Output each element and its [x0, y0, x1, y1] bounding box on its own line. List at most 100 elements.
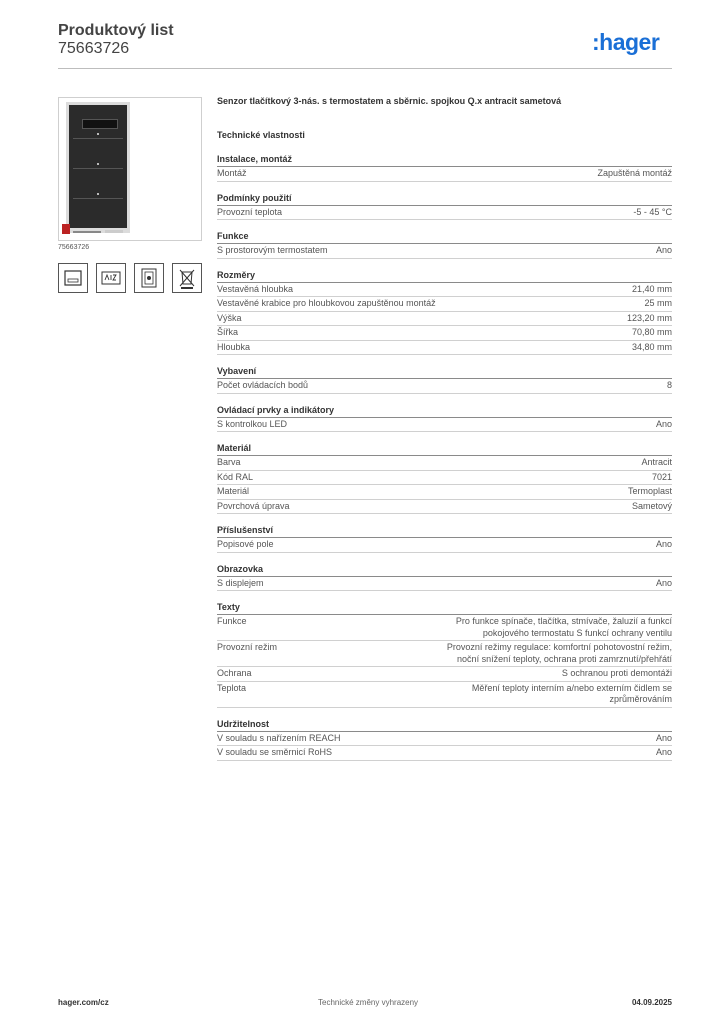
spec-key: V souladu s nařízením REACH [217, 732, 341, 743]
spec-key: Povrchová úprava [217, 500, 290, 511]
spec-row: Provozní teplota -5 - 45 °C [217, 206, 672, 220]
footer-date: 04.09.2025 [631, 998, 672, 1007]
page-title: Produktový list [58, 22, 174, 39]
spec-row: Hloubka 34,80 mm [217, 341, 672, 355]
spec-row: Počet ovládacích bodů 8 [217, 379, 672, 394]
display-outline-icon [58, 263, 88, 293]
spec-value: 21,40 mm [631, 283, 672, 294]
spec-key: Barva [217, 457, 241, 467]
section-heading: Rozměry [217, 270, 672, 283]
spec-row: V souladu s nařízením REACH Ano [217, 732, 672, 746]
section-heading: Vybavení [217, 366, 672, 379]
text-label-icon [96, 263, 126, 293]
spec-key: Provozní teplota [217, 206, 283, 217]
spec-key: Ochrana [217, 668, 252, 678]
spec-key: Montáž [217, 168, 247, 178]
spec-key: S displejem [217, 577, 264, 588]
section-heading: Příslušenství [217, 525, 672, 538]
spec-value: Sametový [631, 500, 672, 511]
spec-row: Šířka 70,80 mm [217, 326, 672, 341]
spec-value: Ano [655, 539, 672, 549]
spec-value: Termoplast [627, 486, 672, 496]
section-heading: Udržitelnost [217, 719, 672, 732]
spec-key: S kontrolkou LED [217, 418, 288, 429]
spec-key: S prostorovým termostatem [217, 245, 328, 255]
spec-key: Materiál [217, 486, 250, 496]
spec-key: Teplota [217, 682, 247, 693]
spec-key: Vestavěné krabice pro hloubkovou zapuště… [217, 298, 436, 308]
spec-value: 34,80 mm [631, 341, 672, 352]
spec-key: V souladu se směrnicí RoHS [217, 747, 333, 757]
spec-row: Vestavěná hloubka 21,40 mm [217, 283, 672, 297]
spec-value: Ano [655, 747, 672, 757]
product-image [58, 97, 202, 241]
hager-logo: :hager [592, 29, 660, 55]
section-heading: Texty [217, 602, 672, 615]
spec-value: Pro funkce spínače, tlačítka, stmívače, … [455, 616, 672, 638]
spec-value: S ochranou proti demontáži [561, 668, 672, 678]
spec-row: Teplota Měření teploty interním a/nebo ex… [217, 682, 672, 708]
spec-value: Provozní režimy regulace: komfortní poho… [446, 642, 672, 664]
spec-key: Funkce [217, 616, 247, 626]
spec-value: 8 [666, 380, 672, 390]
spec-value: 123,20 mm [626, 312, 672, 323]
section-heading: Instalace, montáž [217, 154, 672, 167]
spec-row: Ochrana S ochranou proti demontáži [217, 667, 672, 682]
thermostat-panel-icon [134, 263, 164, 293]
spec-key: Výška [217, 312, 242, 323]
spec-row: Materiál Termoplast [217, 485, 672, 500]
spec-row: Popisové pole Ano [217, 538, 672, 553]
spec-key: Šířka [217, 327, 239, 337]
section-heading: Funkce [217, 231, 672, 244]
spec-key: Vestavěná hloubka [217, 283, 294, 294]
spec-row: Povrchová úprava Sametový [217, 500, 672, 514]
spec-row: S kontrolkou LED Ano [217, 418, 672, 432]
spec-value: 25 mm [644, 298, 672, 308]
spec-key: Počet ovládacích bodů [217, 380, 309, 390]
spec-value: 70,80 mm [631, 327, 672, 337]
spec-row: Funkce Pro funkce spínače, tlačítka, stmí… [217, 615, 672, 641]
spec-row: Výška 123,20 mm [217, 312, 672, 326]
spec-value: Ano [655, 418, 672, 429]
spec-row: V souladu se směrnicí RoHS Ano [217, 746, 672, 761]
weee-bin-icon [172, 263, 202, 293]
spec-key: Kód RAL [217, 471, 254, 482]
section-heading: Obrazovka [217, 564, 672, 577]
spec-value: Ano [655, 245, 672, 255]
header-divider [58, 68, 672, 69]
spec-row: Montáž Zapuštěná montáž [217, 167, 672, 182]
device-illustration [66, 102, 130, 233]
spec-value: Měření teploty interním a/nebo externím … [471, 682, 672, 705]
spec-row: S prostorovým termostatem Ano [217, 244, 672, 259]
spec-key: Popisové pole [217, 539, 274, 549]
footer-note: Technické změny vyhrazeny [318, 998, 419, 1007]
spec-value: -5 - 45 °C [633, 206, 672, 217]
spec-value: Zapuštěná montáž [597, 168, 672, 178]
spec-key: Provozní režim [217, 642, 278, 652]
spec-row: Provozní režim Provozní režimy regulace: … [217, 641, 672, 667]
spec-key: Hloubka [217, 341, 251, 352]
spec-row: Kód RAL 7021 [217, 471, 672, 485]
tech-heading: Technické vlastnosti [217, 130, 305, 140]
footer-website[interactable]: hager.com/cz [58, 998, 109, 1007]
spec-value: Ano [655, 732, 672, 743]
spec-row: Vestavěné krabice pro hloubkovou zapuště… [217, 297, 672, 312]
product-title: Senzor tlačítkový 3-nás. s termostatem a… [217, 96, 562, 106]
spec-value: 7021 [651, 471, 672, 482]
section-heading: Ovládací prvky a indikátory [217, 405, 672, 418]
image-caption: 75663726 [58, 244, 90, 251]
